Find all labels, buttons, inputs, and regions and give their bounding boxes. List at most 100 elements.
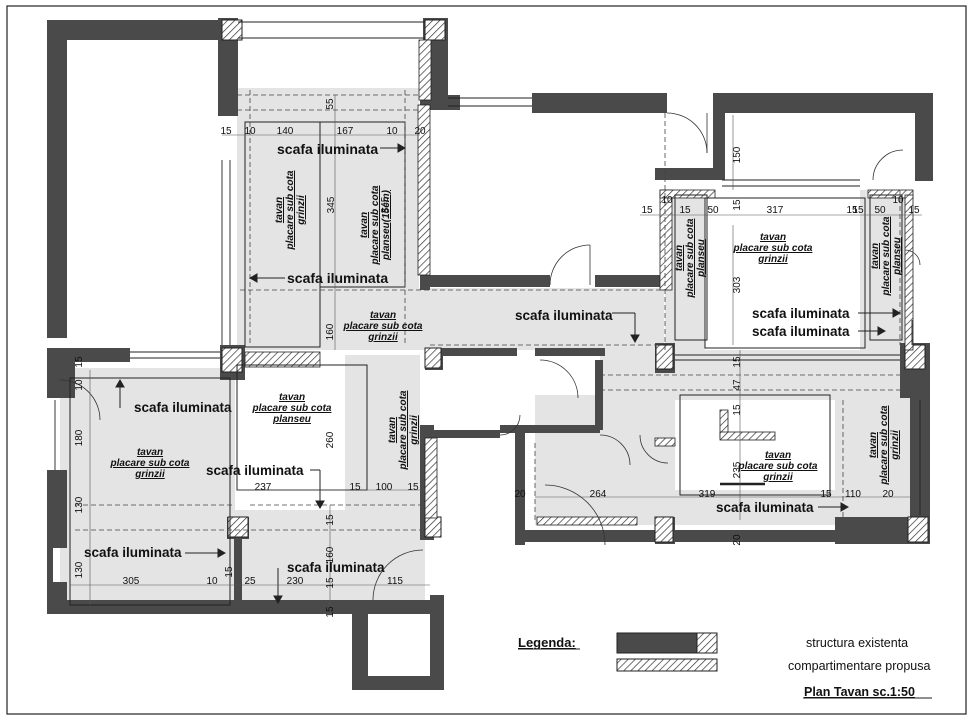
scafa-label: scafa iluminata [287, 270, 388, 286]
dimension-lines [70, 95, 922, 605]
room-label-line: tavan [359, 212, 370, 238]
dimension-label: 15 [679, 205, 691, 216]
dimension-label: 237 [255, 482, 272, 493]
dimension-label: 50 [874, 205, 886, 216]
dimension-label: 130 [74, 496, 85, 513]
dimension-label: 110 [845, 489, 861, 500]
room-label-line: tavan [870, 243, 881, 269]
dimension-label: 180 [74, 429, 85, 446]
dimension-label: 345 [326, 196, 337, 213]
dimension-label: 230 [287, 576, 304, 587]
dimension-label: 345 [380, 196, 391, 213]
room-label-line: planseu [696, 239, 707, 278]
dimension-label: 10 [206, 576, 218, 587]
room-label-line: tavan [274, 197, 285, 223]
dimension-label: 15 [74, 356, 85, 368]
dashed-beams [75, 90, 901, 531]
dimension-label: 160 [325, 323, 336, 340]
dimension-label: 55 [325, 98, 336, 110]
scafa-label: scafa iluminata [716, 500, 814, 515]
dimension-label: 264 [590, 489, 607, 500]
dimension-label: 260 [325, 431, 336, 448]
dimension-label: 15 [732, 356, 743, 368]
dimension-label: 115 [387, 576, 403, 587]
dimension-label: 305 [123, 576, 140, 587]
room-label-line: placare sub cota [398, 390, 409, 470]
room-label-line: tavan [370, 310, 396, 321]
dimension-label: 15 [325, 514, 336, 526]
dimension-label: 160 [325, 546, 336, 563]
legend-existing-column [696, 632, 718, 654]
dimension-label: 303 [732, 276, 743, 293]
dimension-label: 100 [376, 482, 393, 493]
dimension-label: 15 [852, 205, 864, 216]
dimension-label: 10 [74, 379, 85, 391]
room-label-line: placare sub cota [252, 403, 332, 414]
room-label-line: placare sub cota [879, 405, 890, 485]
room-label-line: placare sub cota [881, 216, 892, 296]
room-label-line: placare sub cota [343, 321, 423, 332]
room-label-line: tavan [674, 245, 685, 271]
room-label-line: planseu(15cm) [381, 189, 392, 261]
room-label-line: tavan [765, 450, 791, 461]
room-label-line: planseu [892, 237, 903, 276]
legend-existing-swatch [616, 632, 698, 654]
dimension-label: 140 [277, 126, 294, 137]
room-label-line: placare sub cota [733, 243, 813, 254]
dimension-label: 50 [707, 205, 719, 216]
scafa-label: scafa iluminata [134, 400, 232, 415]
scafa-label: scafa iluminata [515, 308, 613, 323]
dimension-label: 15 [908, 205, 920, 216]
dimension-label: 15 [220, 126, 232, 137]
scafa-label: scafa iluminata [277, 141, 378, 157]
room-label-line: placare sub cota [738, 461, 818, 472]
dimension-label: 10 [244, 126, 256, 137]
legend-existing-label: structura existenta [806, 636, 908, 650]
room-label-line: tavan [387, 417, 398, 443]
dimension-label: 15 [732, 199, 743, 211]
legend-title: Legenda: [518, 635, 576, 650]
dimension-label: 15 [820, 489, 832, 500]
room-label-line: placare sub cota [285, 170, 296, 250]
leader-arrows [115, 143, 902, 605]
dimension-label: 47 [732, 379, 743, 391]
dimension-label: 167 [337, 126, 354, 137]
room-label-line: grinzii [134, 469, 165, 480]
scafa-label: scafa iluminata [752, 306, 850, 321]
room-label-line: tavan [279, 392, 305, 403]
dimension-label: 15 [349, 482, 361, 493]
dimension-label: 20 [414, 126, 426, 137]
room-label-line: placare sub cota [685, 218, 696, 298]
room-label-line: grinzii [757, 254, 788, 265]
room-label-line: tavan [137, 447, 163, 458]
dimension-label: 25 [244, 576, 256, 587]
legend-proposed-label: compartimentare propusa [788, 659, 930, 673]
room-label-line: grinzii [890, 430, 901, 461]
dimension-label: 15 [641, 205, 653, 216]
dimension-label: 10 [386, 126, 398, 137]
scafa-label: scafa iluminata [206, 463, 304, 478]
dimension-label: 10 [661, 195, 673, 206]
dimension-label: 15 [325, 577, 336, 589]
dimension-label: 20 [514, 489, 526, 500]
plan-title: Plan Tavan sc.1:50 [804, 685, 915, 699]
dimension-label: 150 [732, 146, 743, 163]
scafa-label: scafa iluminata [752, 324, 850, 339]
room-label-line: planseu [272, 414, 311, 425]
legend-swatches [518, 632, 932, 699]
dimension-label: 235 [732, 461, 743, 478]
drawing-frame [6, 5, 967, 715]
dimension-label: 319 [699, 489, 716, 500]
dimension-label: 15 [407, 482, 419, 493]
dimension-label: 15 [732, 404, 743, 416]
scafa-label: scafa iluminata [287, 560, 385, 575]
